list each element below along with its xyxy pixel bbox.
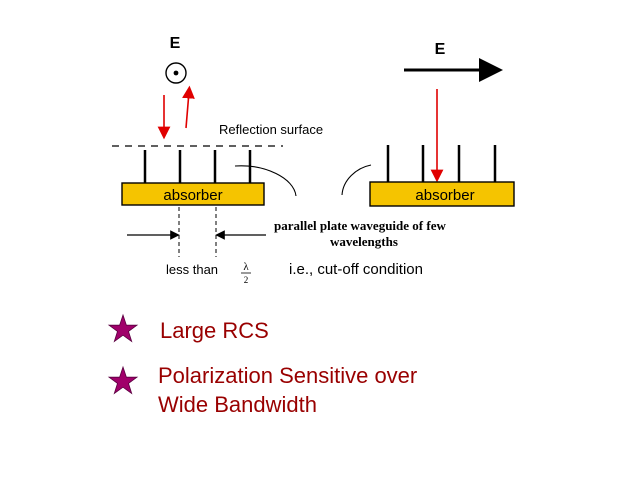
cutoff-condition-label: i.e., cut-off condition (289, 261, 423, 278)
left-absorber-label: absorber (163, 187, 222, 204)
left-field-label: E (170, 35, 181, 52)
bullet-item-polarization-line2: Wide Bandwidth (158, 392, 317, 417)
star-icon (107, 365, 139, 395)
bullet-item-polarization-line1: Polarization Sensitive over (158, 363, 417, 388)
reflection-surface-label: Reflection surface (219, 122, 323, 137)
waveguide-label-line2: wavelengths (330, 234, 398, 249)
field-out-of-page-icon (165, 62, 187, 84)
lambda-symbol: λ (243, 261, 249, 273)
spacing-label: less than (166, 262, 218, 277)
waveguide-label-line1: parallel plate waveguide of few (274, 218, 446, 233)
bullet-item-large-rcs: Large RCS (160, 318, 269, 343)
left-absorber-block (121, 182, 265, 206)
right-absorber-block (369, 181, 515, 207)
field-dot-icon (173, 70, 179, 76)
star-icon (107, 313, 139, 343)
right-field-label: E (435, 41, 446, 58)
fraction-denominator: 2 (244, 275, 249, 285)
left-callout-curve (234, 165, 297, 197)
right-callout-curve (341, 164, 372, 196)
right-absorber-label: absorber (415, 187, 474, 204)
left-reflected-arrow (182, 85, 195, 129)
